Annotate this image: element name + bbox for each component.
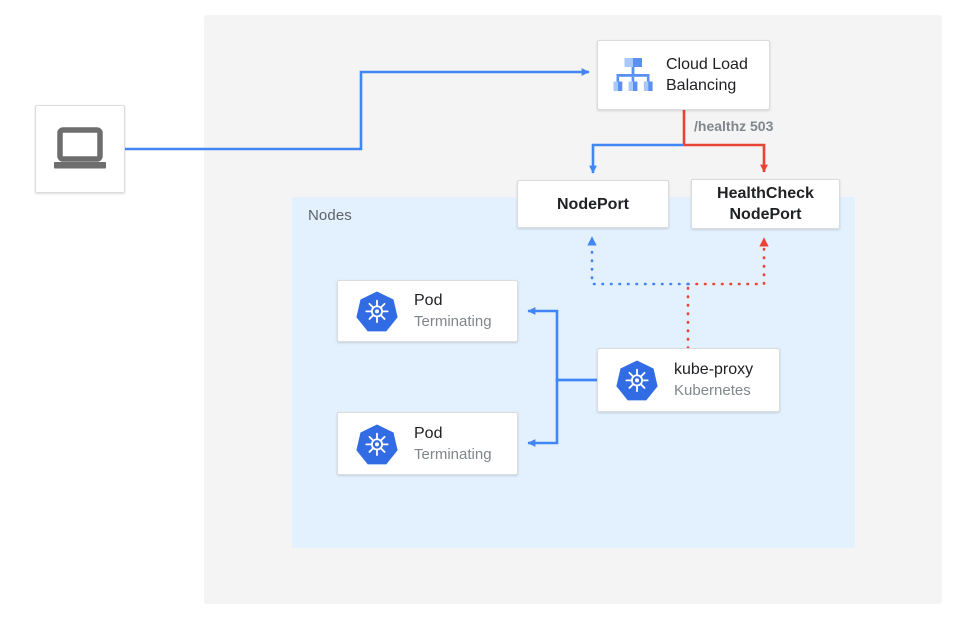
healthz-status-label: /healthz 503 xyxy=(694,118,774,134)
pod-1-status: Terminating xyxy=(414,313,492,330)
healthcheck-nodeport-label-line-2: NodePort xyxy=(729,206,802,223)
client-node[interactable] xyxy=(35,105,125,193)
nodeport-node[interactable]: NodePort xyxy=(517,180,669,228)
pod-2-title: Pod xyxy=(414,424,443,442)
laptop-icon xyxy=(52,127,108,171)
kube-proxy-subtitle: Kubernetes xyxy=(674,382,751,399)
kubernetes-icon xyxy=(356,423,398,465)
kube-proxy-title: kube-proxy xyxy=(674,361,754,378)
cloud-load-balancing-node[interactable]: Cloud Load Balancing xyxy=(597,40,770,110)
cloud-load-balancing-icon xyxy=(612,56,654,94)
pod-2-status: Terminating xyxy=(414,445,492,463)
nodeport-label: NodePort xyxy=(557,195,629,213)
kubernetes-icon xyxy=(616,359,658,401)
cloud-load-balancing-title-line-2: Balancing xyxy=(666,77,737,94)
nodes-region-label: Nodes xyxy=(308,207,352,224)
kube-proxy-node[interactable]: kube-proxy Kubernetes xyxy=(597,348,780,412)
pod-node-1[interactable]: Pod Terminating xyxy=(337,280,518,342)
kubernetes-icon xyxy=(356,290,398,332)
cloud-load-balancing-title-line-1: Cloud Load xyxy=(666,56,748,73)
healthcheck-nodeport-node[interactable]: HealthCheck NodePort xyxy=(691,179,840,229)
pod-node-2[interactable]: Pod Terminating xyxy=(337,412,518,475)
pod-1-title: Pod xyxy=(414,292,443,309)
healthcheck-nodeport-label-line-1: HealthCheck xyxy=(717,185,814,202)
